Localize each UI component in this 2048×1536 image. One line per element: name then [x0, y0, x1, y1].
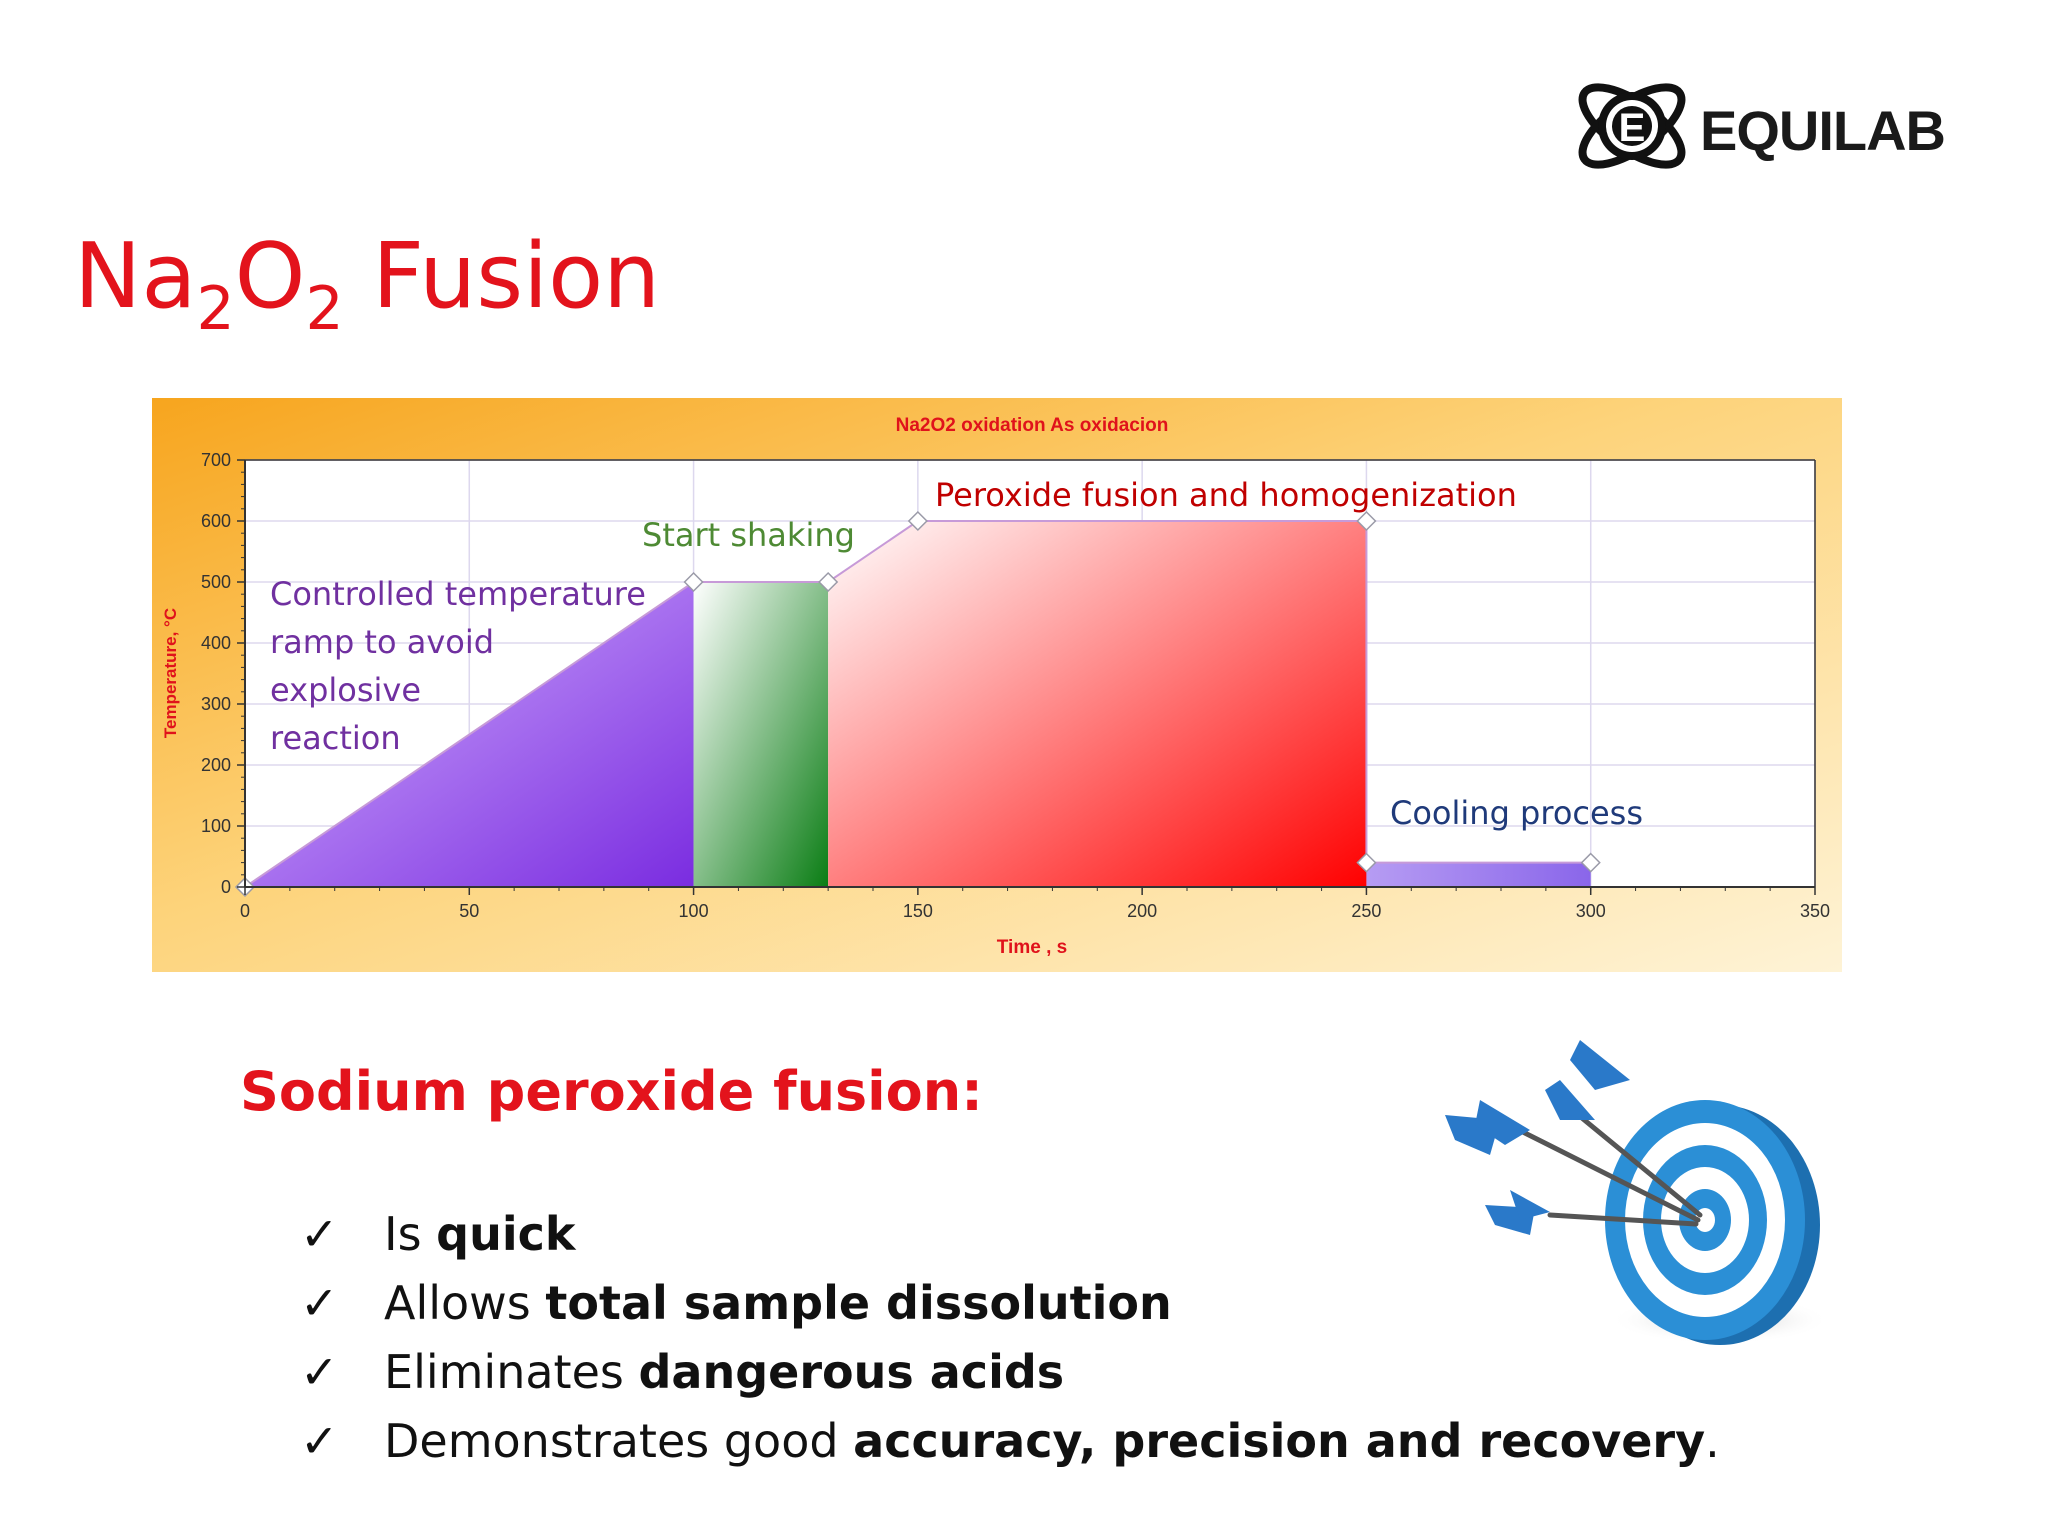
series-area	[828, 521, 1367, 887]
benefit-text: Demonstrates good accuracy, precision an…	[384, 1414, 1720, 1468]
ramp-annotation-line: Controlled temperature	[270, 575, 646, 613]
x-tick-label: 250	[1351, 901, 1381, 921]
x-tick-label: 100	[679, 901, 709, 921]
x-tick-label: 150	[903, 901, 933, 921]
checkmark-icon: ✓	[300, 1207, 339, 1261]
fusion-annotation: Peroxide fusion and homogenization	[935, 476, 1517, 514]
data-point-marker	[1580, 852, 1601, 873]
y-tick-label: 500	[201, 572, 231, 592]
y-tick-label: 0	[221, 877, 231, 897]
x-tick-label: 200	[1127, 901, 1157, 921]
y-axis-title: Temperature, °C	[161, 608, 180, 738]
data-point-marker	[1356, 852, 1377, 873]
atom-logo-icon: E	[1578, 83, 1686, 169]
equilab-logo: E EQUILAB	[1570, 64, 1990, 194]
x-tick-label: 350	[1800, 901, 1830, 921]
dartboard-svg	[1445, 1040, 1830, 1345]
checkmark-icon: ✓	[300, 1345, 339, 1399]
title-o: O	[234, 224, 306, 329]
x-axis-title: Time , s	[997, 937, 1067, 958]
data-point-marker	[1356, 510, 1377, 532]
series-area	[1366, 862, 1591, 887]
ramp-annotation-line: reaction	[270, 719, 401, 757]
benefit-text: Allows total sample dissolution	[384, 1276, 1172, 1330]
y-tick-label: 100	[201, 816, 231, 836]
logo-brand-name: EQUILAB	[1700, 99, 1946, 162]
x-tick-label: 300	[1576, 901, 1606, 921]
page-title: Na2O2 Fusion	[74, 232, 660, 340]
data-point-marker	[818, 571, 839, 593]
y-tick-label: 300	[201, 694, 231, 714]
title-fusion: Fusion	[343, 224, 661, 329]
chart-title: Na2O2 oxidation As oxidacion	[896, 415, 1169, 436]
title-subscript-2b: 2	[305, 274, 344, 344]
chart-svg: 0 50 100 150 200 250 300 350 0 100 200 300 400 500 600…	[152, 398, 1842, 972]
y-tick-label: 200	[201, 755, 231, 775]
series-area	[693, 582, 829, 887]
logo-mark-letter: E	[1619, 106, 1646, 150]
checkmark-icon: ✓	[300, 1414, 339, 1468]
ramp-annotation-line: ramp to avoid	[270, 623, 494, 661]
shaking-annotation: Start shaking	[642, 516, 855, 554]
benefit-text: Eliminates dangerous acids	[384, 1345, 1065, 1399]
data-point-marker	[907, 510, 928, 532]
y-tick-label: 600	[201, 511, 231, 531]
checkmark-icon: ✓	[300, 1276, 339, 1330]
data-point-marker	[683, 571, 704, 593]
x-tick-label: 0	[240, 901, 250, 921]
y-tick-label: 400	[201, 633, 231, 653]
dartboard-with-darts-icon	[1420, 1020, 1860, 1360]
section-heading: Sodium peroxide fusion:	[240, 1060, 983, 1123]
x-tick-label: 50	[459, 901, 479, 921]
temperature-chart: 0 50 100 150 200 250 300 350 0 100 200 300 400 500 600…	[152, 398, 1842, 972]
title-subscript-2a: 2	[196, 274, 235, 344]
cooling-annotation: Cooling process	[1390, 794, 1643, 832]
title-na: Na	[74, 224, 197, 329]
y-tick-label: 700	[201, 450, 231, 470]
ramp-annotation-line: explosive	[270, 671, 421, 709]
benefit-text: Is quick	[384, 1207, 576, 1261]
